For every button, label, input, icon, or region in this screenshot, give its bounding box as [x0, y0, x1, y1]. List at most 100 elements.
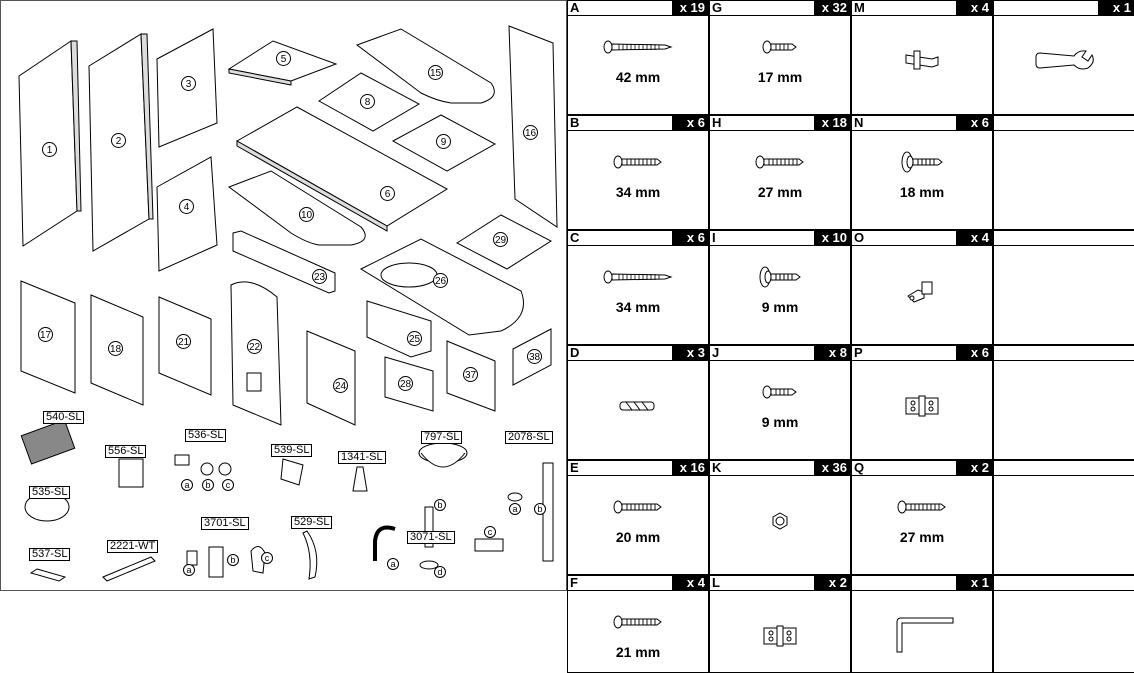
hardware-code: I — [712, 230, 716, 245]
washer-screw-icon — [852, 140, 992, 184]
hardware-cell — [993, 575, 1134, 673]
sub-b-3701: b — [227, 554, 239, 566]
parts-diagram: 1 2 3 4 5 6 8 9 10 15 16 17 18 21 22 23 … — [0, 0, 567, 591]
hardware-quantity: x 19 — [672, 1, 708, 15]
panel-24-label: 24 — [333, 378, 348, 393]
allen-key-icon — [852, 606, 992, 666]
hardware-code: K — [712, 460, 722, 475]
hardware-code: A — [570, 0, 580, 15]
item-3701-sl-label: 3701-SL — [201, 517, 249, 530]
sub-c-3701: c — [261, 552, 273, 564]
hardware-code: M — [854, 0, 865, 15]
screw-icon — [568, 140, 708, 184]
panel-16-label: 16 — [523, 125, 538, 140]
panel-8-label: 8 — [360, 94, 375, 109]
panel-37-label: 37 — [463, 367, 478, 382]
wrench-icon — [994, 31, 1134, 91]
hardware-cell-header — [994, 231, 1134, 246]
hardware-size: 17 mm — [757, 69, 803, 85]
panel-29-label: 29 — [493, 232, 508, 247]
panel-18-label: 18 — [108, 341, 123, 356]
panel-25-label: 25 — [407, 331, 422, 346]
panel-38-label: 38 — [527, 349, 542, 364]
hardware-quantity: x 10 — [814, 231, 850, 245]
hardware-quantity: x 36 — [814, 461, 850, 475]
screw-icon — [710, 140, 850, 184]
hardware-cell-header: x 1 — [994, 1, 1134, 16]
hardware-code: O — [854, 230, 865, 245]
panel-28-label: 28 — [398, 376, 413, 391]
hardware-code: J — [712, 345, 720, 360]
hardware-quantity: x 2 — [956, 461, 992, 475]
hardware-size: 20 mm — [615, 529, 661, 545]
item-535-sl-label: 535-SL — [29, 486, 71, 499]
hardware-cell-header — [994, 461, 1134, 476]
item-3071-sl-label: 3071-SL — [407, 531, 455, 544]
panel-9-label: 9 — [436, 134, 451, 149]
panel-26-label: 26 — [433, 273, 448, 288]
panel-15-label: 15 — [428, 65, 443, 80]
hardware-code: B — [570, 115, 580, 130]
sub-d-3071: d — [434, 566, 446, 578]
hardware-quantity: x 1 — [1098, 1, 1134, 15]
sub-c-536: c — [222, 479, 234, 491]
item-797-sl-label: 797-SL — [421, 431, 463, 444]
screw-icon — [568, 485, 708, 529]
hardware-code: E — [570, 460, 579, 475]
hardware-quantity: x 6 — [956, 116, 992, 130]
hardware-cell — [993, 115, 1134, 230]
hardware-cell — [993, 460, 1134, 575]
hardware-cell-header — [994, 116, 1134, 131]
hardware-quantity: x 4 — [672, 576, 708, 590]
panel-3-label: 3 — [181, 76, 196, 91]
panel-21-label: 21 — [176, 334, 191, 349]
hardware-size: 9 mm — [761, 299, 799, 315]
hardware-code: D — [570, 345, 580, 360]
sub-a-3071: a — [387, 558, 399, 570]
panel-17-label: 17 — [38, 327, 53, 342]
hardware-code: H — [712, 115, 722, 130]
hardware-size: 27 mm — [757, 184, 803, 200]
clip-icon — [852, 261, 992, 321]
hardware-quantity: x 8 — [814, 346, 850, 360]
hardware-quantity: x 1 — [956, 576, 992, 590]
panels-drawing — [18, 25, 558, 582]
hardware-quantity: x 6 — [956, 346, 992, 360]
hardware-cell-header — [994, 576, 1134, 591]
hinge-icon — [710, 606, 850, 666]
hardware-quantity: x 16 — [672, 461, 708, 475]
hardware-size: 21 mm — [615, 644, 661, 660]
nut-icon — [710, 491, 850, 551]
hardware-size: 27 mm — [899, 529, 945, 545]
dowel-icon — [568, 376, 708, 436]
sub-b-536: b — [202, 479, 214, 491]
item-2078-sl-label: 2078-SL — [505, 431, 553, 444]
short-screw-icon — [710, 25, 850, 69]
panel-6-label: 6 — [380, 186, 395, 201]
sub-b-3071: b — [434, 499, 446, 511]
hardware-code: P — [854, 345, 863, 360]
sub-c-3071: c — [484, 526, 496, 538]
screw-icon — [568, 600, 708, 644]
hardware-code: G — [712, 0, 723, 15]
